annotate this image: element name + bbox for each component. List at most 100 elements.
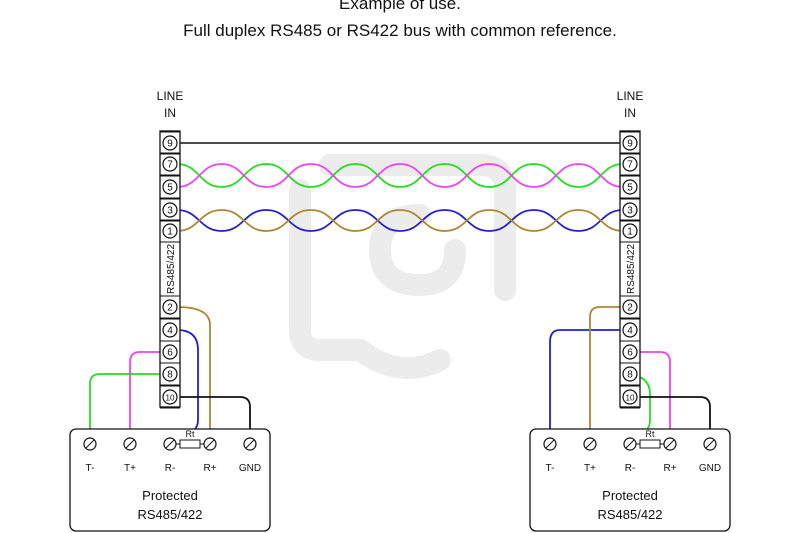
screw-slot <box>585 439 595 449</box>
terminal-number: 8 <box>627 370 633 381</box>
wire-left-t-minus <box>89 373 163 438</box>
device-terminal-label: R+ <box>663 463 676 474</box>
wire-pair-brown <box>176 209 624 232</box>
wire-right-t-minus <box>549 329 623 438</box>
device-terminal-label: R+ <box>203 463 216 474</box>
screw-slot <box>665 439 675 449</box>
terminal-number: 6 <box>167 348 173 359</box>
terminal-screw-icon <box>622 202 638 218</box>
terminal-screw-icon <box>622 299 638 315</box>
watermark-stroke <box>368 204 466 297</box>
terminal-number: 1 <box>167 227 173 238</box>
wire-right-r-plus <box>637 351 671 438</box>
terminal-screw-icon <box>622 223 638 239</box>
terminal-number: 5 <box>167 183 173 194</box>
terminal-screw-icon <box>162 223 178 239</box>
strip-label: RS485/422 <box>626 244 637 294</box>
device-label: Protected <box>602 488 658 503</box>
terminal-number: 3 <box>627 206 633 217</box>
screw-slot <box>125 439 135 449</box>
terminal-screw-icon <box>162 156 178 172</box>
device-label: RS485/422 <box>137 507 202 522</box>
terminal-screw-icon <box>622 179 638 195</box>
terminal-screw-icon <box>162 135 178 151</box>
termination-resistor <box>639 439 661 449</box>
device-terminal-label: R- <box>625 463 636 474</box>
terminal-screw-icon <box>162 344 178 360</box>
terminal-number: 3 <box>167 206 173 217</box>
watermark-logo <box>289 154 516 379</box>
line-in-label: LINE <box>617 89 644 103</box>
terminal-screw-icon <box>622 322 638 338</box>
device-terminal-label: R- <box>165 463 176 474</box>
terminal-number: 9 <box>627 139 633 150</box>
wire-pair-magenta <box>176 163 624 188</box>
terminal-screw-icon <box>162 389 178 405</box>
terminal-number: 10 <box>626 394 635 403</box>
terminal-screw-icon <box>622 366 638 382</box>
screw-slot <box>705 439 715 449</box>
wire-left-r-plus <box>176 306 211 438</box>
diagram-title-line-1: Example of use. <box>339 0 461 13</box>
wire-left-gnd <box>177 396 251 438</box>
screw-slot <box>205 439 215 449</box>
device-terminal-label: GND <box>699 463 721 474</box>
watermark-stroke <box>349 339 451 379</box>
device-terminal-label: T+ <box>124 463 136 474</box>
wire-right-gnd <box>637 396 711 438</box>
terminal-screw-icon <box>162 299 178 315</box>
wire-pair-green <box>176 163 624 188</box>
resistor-label: Rt <box>646 429 655 439</box>
wire-right-t-plus <box>589 306 623 438</box>
terminal-number: 2 <box>627 303 633 314</box>
resistor-label: Rt <box>186 429 195 439</box>
terminal-screw-icon <box>162 366 178 382</box>
terminal-number: 9 <box>167 139 173 150</box>
device-terminal-label: GND <box>239 463 261 474</box>
terminal-number: 4 <box>167 326 173 337</box>
device-box <box>529 428 731 532</box>
terminal-screw-icon <box>622 156 638 172</box>
device-label: Protected <box>142 488 198 503</box>
strip-label: RS485/422 <box>166 244 177 294</box>
terminal-number: 10 <box>166 394 175 403</box>
device-label: RS485/422 <box>597 507 662 522</box>
watermark-stroke <box>289 179 371 361</box>
wire-pair-blue <box>176 209 624 232</box>
twisted-pair-cables <box>176 142 624 232</box>
terminal-number: 1 <box>627 227 633 238</box>
terminal-number: 8 <box>167 370 173 381</box>
wire-left-t-plus <box>129 351 163 438</box>
device-terminal-label: T+ <box>584 463 596 474</box>
terminal-screw-icon <box>622 389 638 405</box>
terminal-screw-icon <box>162 179 178 195</box>
terminal-number: 2 <box>167 303 173 314</box>
terminal-screw-icon <box>622 135 638 151</box>
terminal-number: 7 <box>627 160 633 171</box>
watermark-stroke <box>319 154 516 301</box>
terminal-screw-icon <box>622 344 638 360</box>
device-box <box>69 428 271 532</box>
terminal-number: 5 <box>627 183 633 194</box>
terminal-screw-icon <box>162 202 178 218</box>
termination-resistor <box>179 439 201 449</box>
terminal-units: LINEIN97531246810RS485/422LINEIN97531246… <box>157 89 644 409</box>
terminal-number: 4 <box>627 326 633 337</box>
terminal-number: 6 <box>627 348 633 359</box>
terminal-strip <box>619 130 641 408</box>
terminal-strip <box>159 130 181 408</box>
screw-slot <box>165 439 175 449</box>
device-terminal-label: T- <box>86 463 95 474</box>
screw-slot <box>245 439 255 449</box>
screw-slot <box>625 439 635 449</box>
diagram-title-line-2: Full duplex RS485 or RS422 bus with comm… <box>183 21 617 40</box>
device-terminal-label: T- <box>546 463 555 474</box>
screw-slot <box>85 439 95 449</box>
screw-slot <box>545 439 555 449</box>
